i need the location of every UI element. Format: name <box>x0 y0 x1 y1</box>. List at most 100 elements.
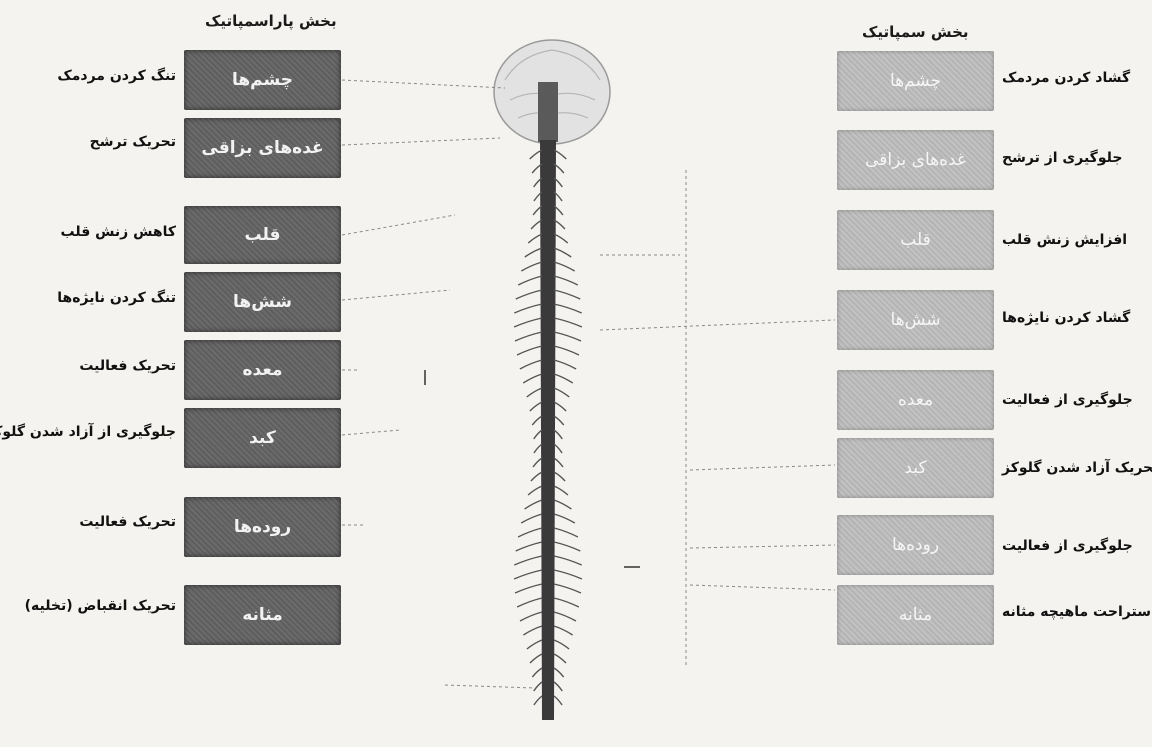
brain-stem <box>538 82 558 142</box>
nerve-branch-right <box>554 388 569 397</box>
nerve-branch-right <box>554 248 571 257</box>
nerve-branch-right <box>554 444 562 453</box>
para-effect-eyes: تنگ کردن مردمک <box>57 68 176 84</box>
nerve-branch-right <box>554 584 581 593</box>
para-effect-liver: جلوگیری از آزاد شدن گلوکز <box>0 424 176 440</box>
para-organ-lungs: شش‌ها <box>184 272 341 332</box>
nerve-branch-left <box>534 682 542 691</box>
para-organ-liver: کبد <box>184 408 341 468</box>
nerve-branch-left <box>525 248 542 257</box>
para-organ-stomach: معده <box>184 340 341 400</box>
para-effect-heart: کاهش زنش قلب <box>61 224 176 240</box>
symp-organ-lungs: شش‌ها <box>837 290 994 350</box>
nerve-branch-left <box>516 542 542 551</box>
symp-organ-heart: قلب <box>837 210 994 270</box>
nerve-branch-left <box>532 668 542 677</box>
nerve-branch-left <box>530 402 542 411</box>
nerve-branch-right <box>554 262 575 271</box>
symp-organ-salivary-glands: غده‌های بزاقی <box>837 130 994 190</box>
nerve-branch-right <box>554 696 562 705</box>
parasympathetic-heading: بخش پاراسمپاتیک <box>205 12 337 30</box>
nerve-branch-left <box>528 486 542 495</box>
nerve-branch-right <box>554 668 564 677</box>
nerve-branch-right <box>554 430 562 439</box>
nerve-branch-left <box>523 626 542 635</box>
parasympathetic-pathways <box>342 80 535 688</box>
nerve-branch-right <box>554 402 566 411</box>
nerve-branch-left <box>521 514 542 523</box>
sympathetic-heading: بخش سمپاتیک <box>862 23 969 41</box>
symp-organ-liver: کبد <box>837 438 994 498</box>
sympathetic-pathways <box>600 170 835 665</box>
nerve-branch-left <box>533 458 542 467</box>
symp-organ-bladder: مثانه <box>837 585 994 645</box>
para-effect-salivary: تحریک ترشح <box>90 134 176 150</box>
nerve-branch-right <box>554 514 575 523</box>
nerve-branch-left <box>530 654 542 663</box>
symp-effect-stomach: جلوگیری از فعالیت <box>1002 392 1133 408</box>
nerve-branch-right <box>554 612 576 621</box>
nerve-branch-right <box>554 654 566 663</box>
para-effect-stomach: تحریک فعالیت <box>79 358 176 374</box>
symp-effect-intestines: جلوگیری از فعالیت <box>1002 538 1133 554</box>
nerve-branch-right <box>554 598 579 607</box>
symp-organ-eyes: چشم‌ها <box>837 51 994 111</box>
nerve-branch-right <box>554 332 581 341</box>
nerve-branch-left <box>515 584 542 593</box>
nerve-branch-left <box>514 556 542 565</box>
nerve-branch-left <box>518 528 542 537</box>
symp-organ-intestines: روده‌ها <box>837 515 994 575</box>
symp-effect-bladder: استراحت ماهیچه مثانه <box>1002 604 1152 620</box>
nerve-branch-right <box>554 500 571 509</box>
nerve-branch-left <box>527 388 542 397</box>
para-effect-bladder: تحریک انقباض (تخلیه) <box>25 598 176 614</box>
nerve-branch-left <box>525 500 542 509</box>
nerve-branch-left <box>532 416 542 425</box>
spinal-cord <box>540 140 556 720</box>
nerve-branch-right <box>554 682 562 691</box>
nerve-branch-right <box>554 276 578 285</box>
symp-effect-heart: افزایش زنش قلب <box>1002 232 1127 248</box>
nerve-branch-right <box>554 472 565 481</box>
nerve-branch-right <box>554 290 580 299</box>
nerve-branch-right <box>554 346 579 355</box>
nerve-branch-left <box>517 346 542 355</box>
nerve-branch-left <box>514 570 542 579</box>
nerve-branch-left <box>518 276 542 285</box>
nerve-branch-left <box>515 332 542 341</box>
symp-effect-salivary: جلوگیری از ترشح <box>1002 150 1122 166</box>
symp-effect-lungs: گشاد کردن نایژه‌ها <box>1002 310 1130 326</box>
nerve-branch-right <box>554 570 582 579</box>
nerve-branch-left <box>534 696 542 705</box>
symp-organ-stomach: معده <box>837 370 994 430</box>
nerve-branch-left <box>521 262 542 271</box>
nerve-branch-left <box>514 304 542 313</box>
nerve-branch-right <box>554 542 580 551</box>
nerve-branch-left <box>528 234 542 243</box>
nerve-branch-right <box>554 416 564 425</box>
nerve-branch-right <box>554 304 582 313</box>
nerve-branch-left <box>531 472 542 481</box>
nerve-branch-left <box>520 612 542 621</box>
symp-effect-liver: تحریک آزاد شدن گلوکز <box>1002 460 1152 476</box>
para-organ-intestines: روده‌ها <box>184 497 341 557</box>
nerve-branch-left <box>534 430 542 439</box>
symp-effect-eyes: گشاد کردن مردمک <box>1002 70 1130 86</box>
nerve-branch-right <box>554 458 563 467</box>
para-organ-eyes: چشم‌ها <box>184 50 341 110</box>
nerve-branch-right <box>554 486 568 495</box>
para-organ-heart: قلب <box>184 206 341 264</box>
nerve-branch-right <box>554 640 569 649</box>
para-organ-salivary-glands: غده‌های بزاقی <box>184 118 341 178</box>
para-effect-lungs: تنگ کردن نایژه‌ها <box>57 290 176 306</box>
nerve-branch-left <box>516 290 542 299</box>
nerve-branch-right <box>554 318 582 327</box>
nerve-branch-left <box>534 444 542 453</box>
nerve-branch-right <box>554 626 573 635</box>
nerve-branch-right <box>554 374 573 383</box>
nerve-branch-right <box>554 528 578 537</box>
nerve-branch-left <box>517 598 542 607</box>
nerve-branch-left <box>514 318 542 327</box>
para-effect-intestines: تحریک فعالیت <box>79 514 176 530</box>
